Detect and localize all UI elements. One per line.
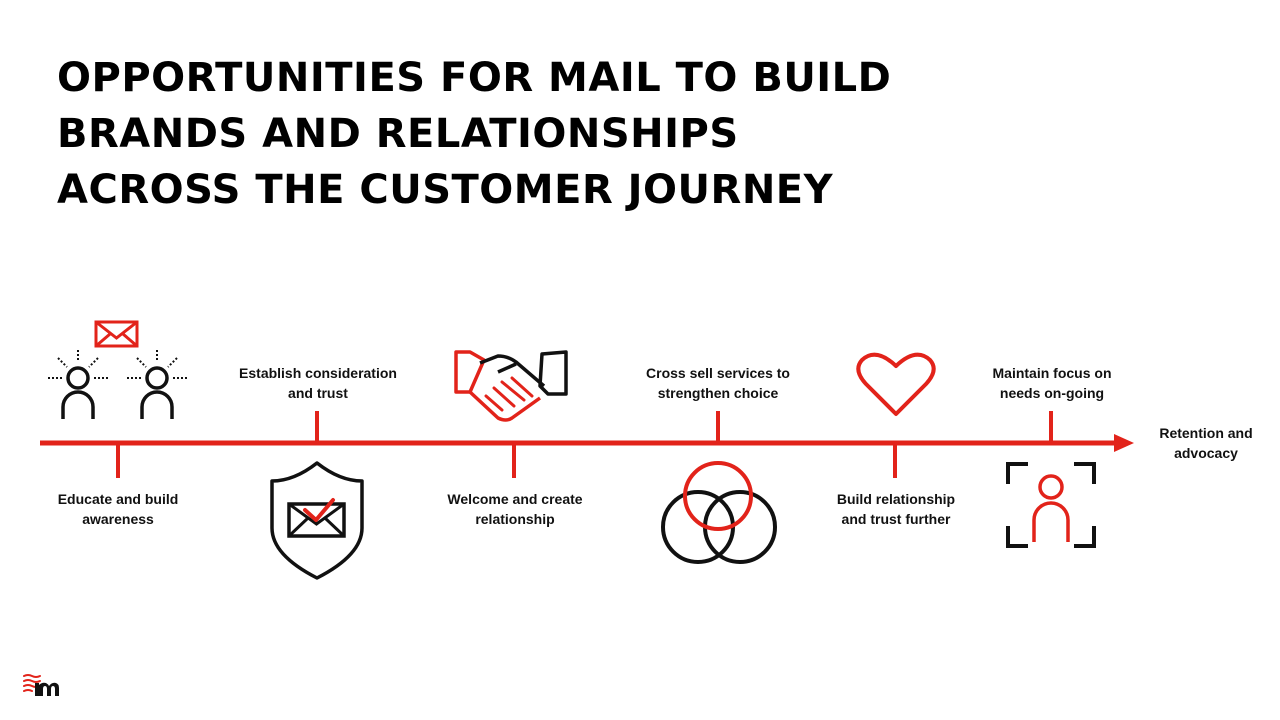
stage-label-educate-line2: awareness [82, 511, 154, 527]
stage-label-consider-line2: and trust [288, 385, 348, 401]
stage-label-crosssell-line2: strengthen choice [657, 385, 779, 401]
royal-mail-m-logo [23, 674, 59, 696]
stage-label-retention-line1: Retention and [1159, 425, 1253, 441]
title-line-3: ACROSS THE CUSTOMER JOURNEY [57, 167, 834, 213]
stage-label-educate-line1: Educate and build [57, 491, 179, 507]
people-with-mail-icon [48, 320, 187, 419]
stage-label-maintain-line2: needs on-going [999, 385, 1105, 401]
stage-label-retention-line2: advocacy [1174, 445, 1238, 461]
venn-circles-icon [661, 461, 777, 564]
title-line-1: OPPORTUNITIES FOR MAIL TO BUILD [57, 55, 892, 101]
stage-label-crosssell-line1: Cross sell services to [646, 365, 790, 381]
title-line-2: BRANDS AND RELATIONSHIPS [57, 111, 739, 157]
stage-label-welcome-line1: Welcome and create [447, 491, 583, 507]
timeline-arrowhead [1114, 434, 1134, 452]
person-focus-icon [1006, 462, 1096, 548]
stage-label-build: Build relationship and trust further [837, 489, 955, 529]
stage-label-build-line2: and trust further [841, 511, 951, 527]
shield-envelope-icon [270, 461, 364, 580]
stage-label-maintain-line1: Maintain focus on [992, 365, 1112, 381]
stage-label-retention: Retention and advocacy [1159, 423, 1252, 463]
stage-label-welcome-line2: relationship [475, 511, 555, 527]
handshake-icon [454, 350, 568, 422]
stage-label-consider-line1: Establish consideration [239, 365, 397, 381]
heart-icon [856, 352, 936, 416]
timeline-axis [40, 434, 1134, 452]
stage-label-educate: Educate and build awareness [58, 489, 179, 529]
stage-label-crosssell: Cross sell services to strengthen choice [646, 363, 790, 403]
timeline-ticks [116, 411, 1053, 478]
page-title: OPPORTUNITIES FOR MAIL TO BUILD BRANDS A… [57, 50, 957, 218]
stage-label-maintain: Maintain focus on needs on-going [993, 363, 1112, 403]
stage-label-consider: Establish consideration and trust [239, 363, 397, 403]
stage-label-build-line1: Build relationship [836, 491, 956, 507]
stage-label-welcome: Welcome and create relationship [447, 489, 582, 529]
